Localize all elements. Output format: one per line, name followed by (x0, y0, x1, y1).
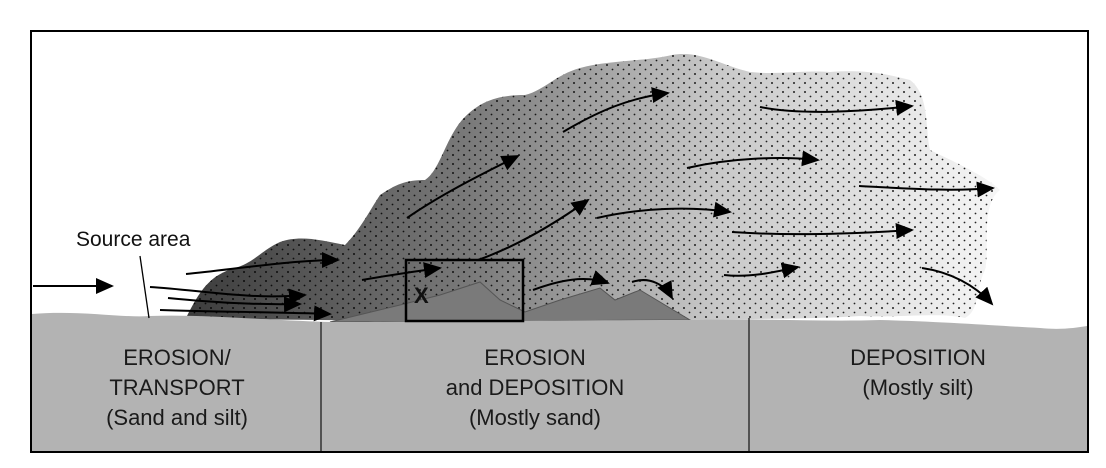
wind-arrow (185, 252, 340, 275)
wind-arrow (731, 223, 914, 240)
wind-arrow (631, 279, 673, 300)
zone-label-line: (Sand and silt) (106, 405, 248, 430)
zone-label-line: EROSION/ (123, 345, 231, 370)
dust-particles (186, 53, 1000, 322)
wind-arrow (858, 181, 995, 198)
wind-arrow (477, 198, 590, 261)
wind-arrows (149, 87, 995, 322)
wind-arrow (921, 267, 994, 306)
zone-deposition: DEPOSITION (Mostly silt) (752, 343, 1084, 403)
source-area-pointer (139, 255, 150, 319)
wind-arrow (167, 296, 302, 313)
box-marker-label: X (414, 283, 429, 308)
zone-label-line: (Mostly silt) (862, 375, 974, 400)
wind-arrow (723, 262, 800, 279)
wind-arrow (532, 270, 610, 291)
zone-erosion-deposition: EROSION and DEPOSITION (Mostly sand) (324, 343, 746, 433)
zone-label-line: DEPOSITION (850, 345, 986, 370)
source-area-label: Source area (76, 228, 191, 251)
wind-arrow (149, 286, 307, 305)
zone-label-line: (Mostly sand) (468, 405, 602, 430)
wind-arrow (361, 262, 442, 281)
wind-arrow (686, 150, 820, 169)
ground-surface (32, 312, 1087, 451)
wind-arrow (759, 99, 914, 116)
wind-arrow (562, 87, 670, 133)
zone-erosion-transport: EROSION/ TRANSPORT (Sand and silt) (36, 343, 318, 433)
wind-arrow (406, 155, 520, 219)
marked-box (404, 258, 525, 323)
zone-label-line: and DEPOSITION (445, 375, 625, 400)
zone-label-line: TRANSPORT (109, 375, 245, 400)
wind-arrow (596, 201, 732, 219)
wind-arrow (159, 305, 332, 322)
sand-dunes (329, 281, 692, 323)
zone-label-line: EROSION (484, 345, 586, 370)
